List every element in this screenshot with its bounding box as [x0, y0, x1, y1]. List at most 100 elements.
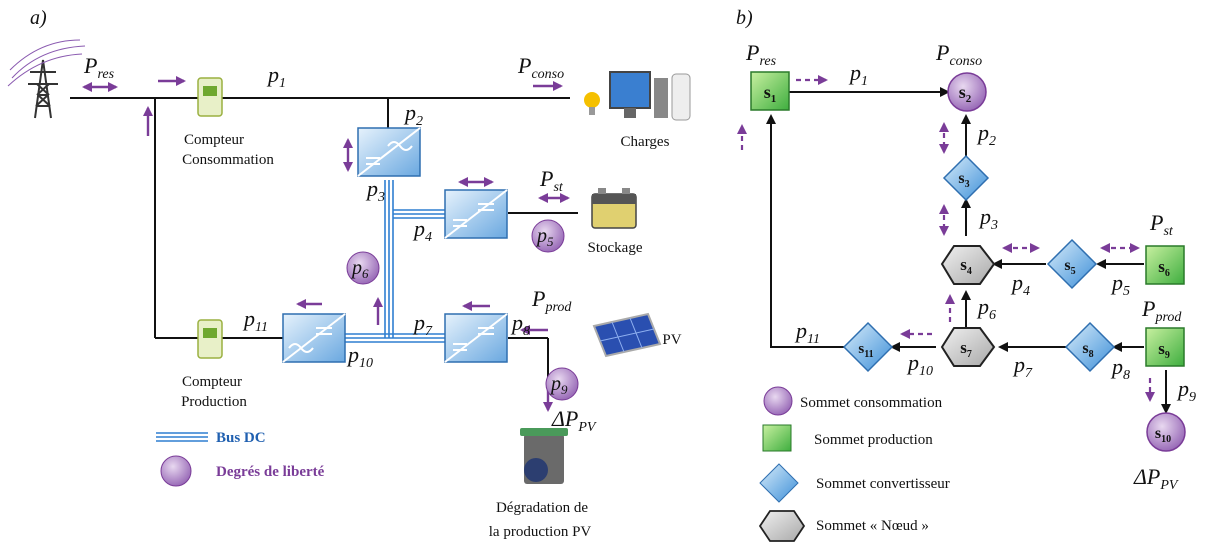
- label-p-conso: Pconso: [517, 53, 564, 82]
- panel-b-label: b): [736, 7, 753, 29]
- legend-bus-swatch: [156, 432, 208, 442]
- label-p11: p11: [242, 306, 268, 335]
- svg-text:s9: s9: [1158, 339, 1170, 361]
- dof-p9: [545, 367, 579, 401]
- converter-pv-icon: [444, 313, 508, 363]
- b-label-p3: p3: [978, 204, 998, 233]
- node-s2: s2: [947, 72, 987, 112]
- converter-storage-icon: [444, 189, 508, 239]
- pylon-icon: [7, 39, 86, 119]
- svg-text:s6: s6: [1158, 257, 1170, 279]
- legend-a: Bus DC Degrés de liberté: [156, 430, 325, 487]
- label-compteur-conso-2: Consommation: [182, 152, 274, 168]
- label-p1: p1: [266, 62, 286, 91]
- svg-text:s3: s3: [958, 170, 969, 190]
- node-s9: s9: [1145, 327, 1185, 367]
- grid-lines: [70, 97, 578, 410]
- svg-text:s7: s7: [960, 338, 972, 360]
- legend-conso-swatch: [763, 386, 793, 416]
- trash-bin-icon: [520, 428, 568, 484]
- label-p-res: Pres: [83, 53, 115, 82]
- b-label-p9: p9: [1176, 376, 1196, 405]
- pv-panel-icon: [592, 312, 662, 358]
- label-compteur-conso-1: Compteur: [184, 132, 244, 148]
- label-p8: p8: [510, 310, 530, 339]
- legend-conv-label: Sommet convertisseur: [816, 476, 950, 492]
- legend-noeud-swatch: [758, 510, 806, 542]
- label-stockage: Stockage: [588, 240, 643, 256]
- b-label-p-st: Pst: [1149, 210, 1174, 239]
- dc-bus: [345, 180, 445, 343]
- b-label-p-conso: Pconso: [935, 40, 982, 69]
- label-compteur-prod-2: Production: [181, 394, 247, 410]
- legend-noeud-label: Sommet « Nœud »: [816, 518, 929, 534]
- svg-text:s1: s1: [764, 82, 777, 105]
- panel-b: b) s: [736, 7, 1196, 542]
- b-label-p1: p1: [848, 60, 868, 89]
- b-label-p11: p11: [794, 318, 820, 347]
- node-s4: s4: [940, 245, 996, 285]
- dof-p6: [346, 251, 380, 285]
- node-s8: s8: [1064, 321, 1116, 373]
- svg-text:s11: s11: [858, 341, 873, 360]
- svg-text:s2: s2: [959, 82, 972, 105]
- flow-arrows: [82, 76, 570, 412]
- node-s1: s1: [750, 71, 790, 111]
- b-label-p2: p2: [976, 120, 996, 149]
- legend-bus-label: Bus DC: [216, 430, 266, 446]
- legend-dof-swatch: [160, 455, 192, 487]
- graph-edges: [766, 87, 1171, 414]
- label-compteur-prod-1: Compteur: [182, 374, 242, 390]
- label-delta-pv: ΔPPV: [551, 406, 597, 435]
- label-p2: p2: [403, 100, 423, 129]
- converter-ac-dc-icon: [357, 127, 421, 177]
- b-label-p7: p7: [1012, 352, 1033, 381]
- node-s11: s11: [842, 321, 894, 373]
- node-s7: s7: [940, 327, 996, 367]
- b-label-p6: p6: [976, 294, 996, 323]
- label-p-prod: Pprod: [531, 286, 572, 315]
- loads-icon: [584, 71, 691, 121]
- legend-prod-label: Sommet production: [814, 432, 933, 448]
- svg-text:s10: s10: [1155, 425, 1171, 445]
- label-p-st: Pst: [539, 166, 564, 195]
- label-degradation-1: Dégradation de: [496, 500, 588, 516]
- label-p5: p5: [535, 225, 554, 249]
- legend-conv-swatch: [759, 463, 799, 503]
- b-label-p8: p8: [1110, 354, 1130, 383]
- b-label-p-prod: Pprod: [1141, 296, 1182, 325]
- dof-circles: [346, 219, 579, 401]
- meter-consumption-icon: [197, 77, 223, 117]
- legend-b: Sommet consommation Sommet production So…: [758, 386, 950, 542]
- label-pv: PV: [662, 332, 681, 348]
- label-p4: p4: [412, 216, 432, 245]
- dof-arrows: [737, 75, 1155, 402]
- battery-icon: [591, 188, 637, 229]
- label-degradation-2: la production PV: [489, 524, 592, 540]
- b-label-p-res: Pres: [745, 40, 777, 69]
- b-label-p4: p4: [1010, 270, 1030, 299]
- svg-text:s5: s5: [1064, 257, 1075, 277]
- node-s3: s3: [942, 154, 990, 202]
- label-p7: p7: [412, 310, 433, 339]
- b-label-p10: p10: [906, 350, 933, 379]
- panel-a-label: a): [30, 7, 47, 29]
- node-s5: s5: [1046, 238, 1098, 290]
- panel-a: a): [7, 7, 691, 540]
- label-p10: p10: [346, 342, 373, 371]
- label-charges: Charges: [621, 134, 670, 150]
- svg-text:s4: s4: [960, 255, 972, 277]
- b-label-delta-pv: ΔPPV: [1133, 464, 1179, 493]
- legend-dof-label: Degrés de liberté: [216, 464, 325, 480]
- label-p6: p6: [350, 257, 369, 281]
- b-label-p5: p5: [1110, 270, 1130, 299]
- legend-conso-label: Sommet consommation: [800, 395, 943, 411]
- label-p9: p9: [549, 373, 568, 397]
- label-p3: p3: [365, 176, 385, 205]
- meter-production-icon: [197, 319, 223, 359]
- node-s10: s10: [1146, 412, 1186, 452]
- node-s6: s6: [1145, 245, 1185, 285]
- converter-prod-icon: [282, 313, 346, 363]
